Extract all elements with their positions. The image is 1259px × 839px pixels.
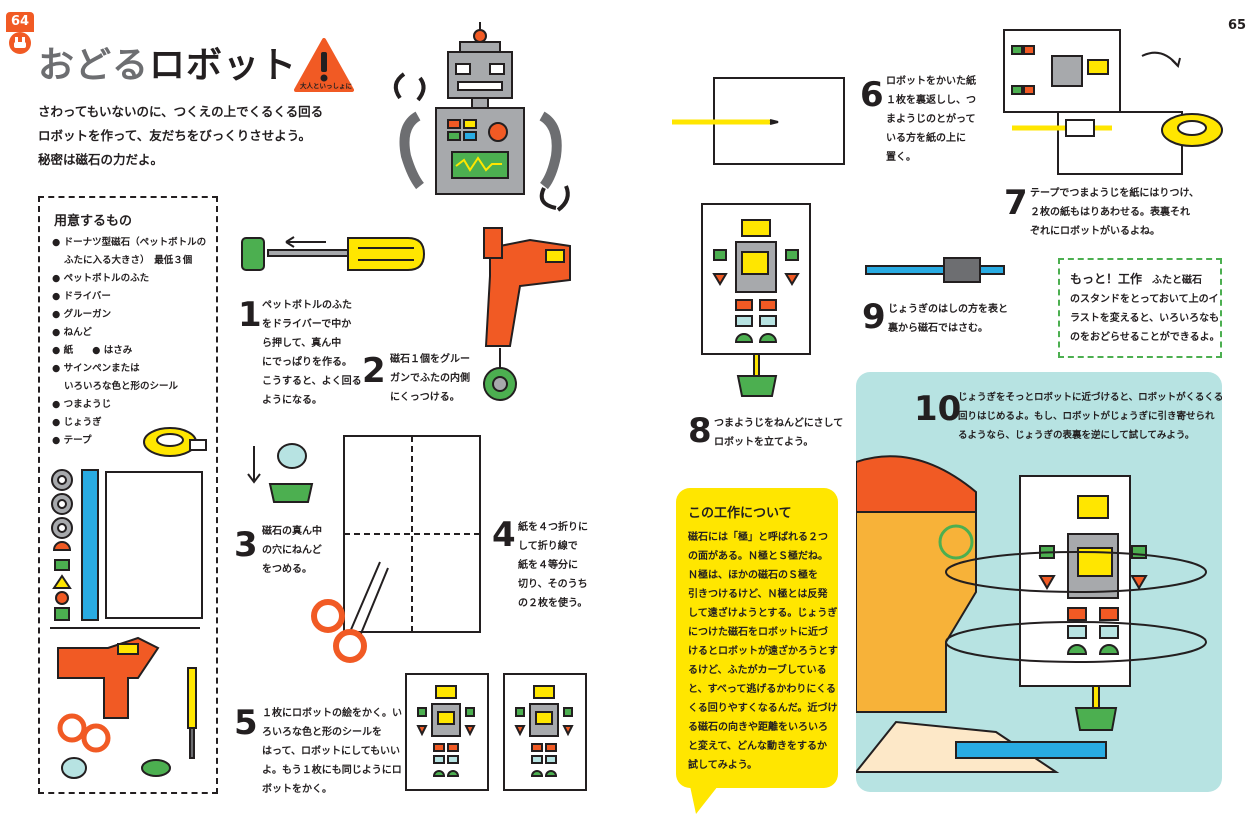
title-hiragana: おどる bbox=[38, 45, 150, 86]
toothpick-paper-illustration bbox=[672, 77, 845, 165]
materials-box: 用意するもの ● ドーナツ型磁石（ペットボトルの ふたに入る大きさ） 最低３個 … bbox=[38, 196, 218, 794]
step-5-text: １枚にロボットの絵をかく。いろいろな色と形のシールをはって、ロボットにしてもいい… bbox=[262, 708, 402, 795]
list-item: ● ペットボトルのふた bbox=[52, 273, 150, 284]
about-title: この工作について bbox=[688, 506, 792, 521]
ruler-magnet-illustration bbox=[865, 257, 1005, 283]
intro-text: さわってもいないのに、つくえの上でくるくる回る ロボットを作って、友だちをびっく… bbox=[38, 100, 323, 172]
intro-line: 秘密は磁石の力だよ。 bbox=[38, 152, 164, 167]
robot-stand-illustration bbox=[701, 203, 811, 397]
glue-gun-illustration bbox=[483, 227, 571, 401]
screwdriver-illustration bbox=[241, 236, 426, 271]
list-item: いろいろな色と形のシール bbox=[64, 381, 179, 392]
step-10-text: じょうぎをそっとロボットに近づけると、ロボットがくるくる回りはじめるよ。もし、ロ… bbox=[958, 392, 1222, 441]
list-item: ● グルーガン bbox=[52, 309, 112, 320]
warning-badge: 大人といっしょに bbox=[294, 38, 354, 94]
plug-icon bbox=[9, 32, 31, 54]
list-item: ● ドライバー bbox=[52, 291, 111, 302]
step-8-number: 8 bbox=[688, 411, 712, 451]
paper-scissors-illustration bbox=[311, 435, 481, 663]
materials-title: 用意するもの bbox=[54, 214, 133, 229]
warning-icon bbox=[294, 38, 354, 92]
step-5-number: 5 bbox=[234, 703, 258, 743]
robot-drawings bbox=[405, 673, 587, 791]
step-7-text: テープでつまようじを紙にはりつけ、２枚の紙もはりあわせる。表裏それぞれにロボット… bbox=[1030, 188, 1199, 237]
step-8-text: つまようじをねんどにさしてロボットを立てよう。 bbox=[714, 418, 844, 448]
step-3-number: 3 bbox=[234, 525, 258, 565]
title-katakana: ロボット bbox=[149, 45, 298, 86]
more-crafts-box: もっと！工作 ふたと磁石 のスタンドをとっておいて上のイ ラストを変えると、いろ… bbox=[1058, 258, 1222, 358]
page-number-left: 64 bbox=[6, 12, 34, 32]
tape-assembly-illustration bbox=[1003, 29, 1223, 175]
step-2-number: 2 bbox=[362, 351, 386, 391]
list-item: ● つまようじ bbox=[52, 399, 112, 410]
robot-illustration bbox=[393, 22, 570, 212]
step-9-text: じょうぎのはしの方を表と裏から磁石ではさむ。 bbox=[888, 304, 1008, 334]
step-9-number: 9 bbox=[862, 297, 886, 337]
page-title: おどるロボット bbox=[38, 48, 297, 84]
page-64-badge: 64 bbox=[6, 12, 34, 58]
list-item: ● テープ bbox=[52, 435, 92, 446]
step-1-number: 1 bbox=[238, 295, 262, 335]
intro-line: さわってもいないのに、つくえの上でくるくる回る bbox=[38, 104, 324, 119]
step-10-panel: 10 じょうぎをそっとロボットに近づけると、ロボットがくるくる回りはじめるよ。も… bbox=[856, 372, 1222, 792]
kid-ruler-robot-illustration bbox=[856, 455, 1207, 773]
cap-clay-illustration bbox=[247, 443, 314, 503]
tape-icon bbox=[143, 427, 207, 457]
materials-list: ● ドーナツ型磁石（ペットボトルの ふたに入る大きさ） 最低３個 ● ペットボト… bbox=[52, 234, 206, 450]
step-6-number: 6 bbox=[860, 75, 884, 115]
step-4-text: 紙を４つ折りにして折り線で紙を４等分に切り、そのうちの２枚を使う。 bbox=[518, 522, 588, 609]
more-crafts-title: もっと！工作 bbox=[1070, 272, 1143, 286]
list-item: ● ドーナツ型磁石（ペットボトルの bbox=[52, 237, 207, 248]
step-3-text: 磁石の真ん中の穴にねんどをつめる。 bbox=[262, 526, 322, 575]
list-item: ● ねんど bbox=[52, 327, 92, 338]
warning-label: 大人といっしょに bbox=[300, 82, 352, 90]
materials-illustration bbox=[50, 469, 203, 779]
page-number-right: 65 bbox=[1228, 18, 1247, 33]
about-this-craft-box: この工作について 磁石には「極」と呼ばれる２つの面がある。Ｎ極とＳ極だね。Ｎ極は… bbox=[676, 488, 838, 788]
step-2-text: 磁石１個をグルーガンでふたの内側にくっつける。 bbox=[390, 354, 470, 403]
step-10-number: 10 bbox=[914, 389, 962, 429]
step-4-number: 4 bbox=[492, 515, 516, 555]
list-item: ● サインペンまたは bbox=[52, 363, 140, 374]
list-item: ふたに入る大きさ） 最低３個 bbox=[64, 255, 193, 266]
list-item: ● じょうぎ bbox=[52, 417, 102, 428]
step-1-text: ペットボトルのふたをドライバーで中から押して、真ん中にでっぱりを作る。こうすると… bbox=[262, 300, 362, 406]
speech-tail bbox=[690, 786, 718, 814]
list-item: ● 紙 ● はさみ bbox=[52, 345, 133, 356]
step-7-number: 7 bbox=[1004, 183, 1028, 223]
intro-line: ロボットを作って、友だちをびっくりさせよう。 bbox=[38, 128, 312, 143]
